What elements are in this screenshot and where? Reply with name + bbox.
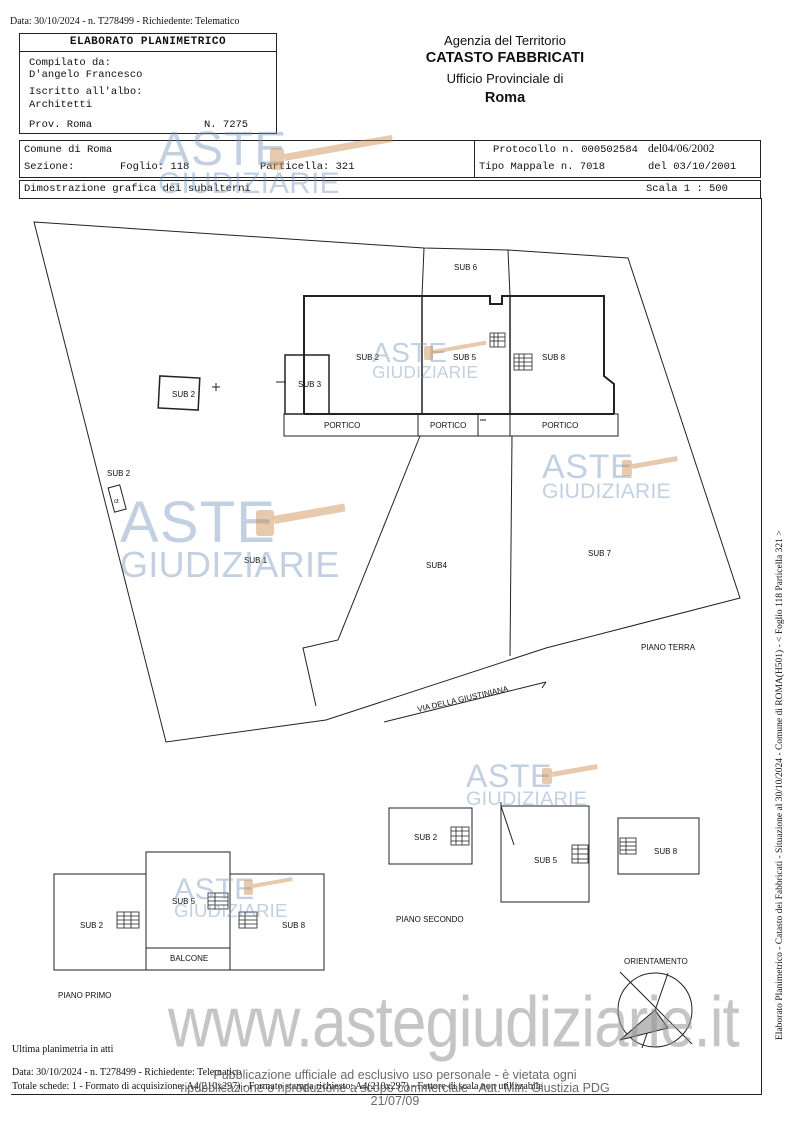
document-title: ELABORATO PLANIMETRICO [20,34,276,52]
label-sub2-small: SUB 2 [172,390,196,399]
watermark-logo: ASTE GIUDIZIARIE [174,873,288,921]
label-piano-secondo: PIANO SECONDO [396,915,464,924]
ps-sub2-box [388,807,473,865]
balcone-box [145,947,231,971]
agency-line4: Roma [484,90,526,106]
sub2-small-box [157,375,201,411]
footer-line-2: Totale schede: 1 - Formato di acquisizio… [12,1081,543,1092]
sub4-sub7-boundary [509,435,513,657]
building-outline [303,295,615,414]
gavel-icon [622,456,678,476]
gavel-icon [424,340,487,360]
label-sub1: SUB 1 [244,556,268,565]
sub1-sub4-boundary [302,435,421,707]
compiled-by-label: Compilato da: [29,57,111,69]
registered-label: Iscritto all'albo: [29,86,143,98]
agency-line2: CATASTO FABBRICATI [425,50,585,66]
watermark-logo: ASTE GIUDIZIARIE [372,337,479,383]
watermark-logo: ASTE GIUDIZIARIE [158,123,340,201]
label-ps-sub8: SUB 8 [654,847,678,856]
via-arrow [541,681,547,689]
foglio: Foglio: 118 [120,161,190,173]
portico-strip [283,413,619,437]
label-ps-sub5: SUB 5 [534,856,558,865]
dimostrazione-row: Dimostrazione grafica dei subalterni Sca… [19,180,761,199]
last-plan-note: Ultima planimetria in atti [12,1044,114,1055]
label-sub2-side: SUB 2 [107,469,131,478]
agency-line3: Ufficio Provinciale di [446,71,564,86]
stairs-icon [450,826,470,846]
particella: Particella: 321 [260,161,355,173]
agency-line1: Agenzia del Territorio [444,33,566,48]
stairs-icon [619,837,637,855]
ps-sub5-diag [500,805,515,846]
comune: Comune di Roma [24,144,113,156]
lot-outline [33,221,741,743]
label-portico-1: PORTICO [324,421,360,430]
sub6-left-line [421,247,425,297]
info-row: Comune di Roma Sezione: Foglio: 118 Part… [19,140,761,178]
label-sub8-main: SUB 8 [542,353,566,362]
label-piano-primo: PIANO PRIMO [58,991,111,1000]
label-ps-sub2: SUB 2 [414,833,438,842]
watermark-logo: ASTE GIUDIZIARIE [542,448,671,503]
label-sub6: SUB 6 [454,263,478,272]
sheet-frame [11,198,762,1095]
watermark-logo: ASTE GIUDIZIARIE [466,758,588,810]
compiled-by-name: D'angelo Francesco [29,69,143,81]
publication-note: Pubblicazione ufficiale ad esclusivo uso… [180,1068,610,1108]
label-sub4: SUB4 [426,561,447,570]
gavel-icon [270,134,394,170]
footer-line-1: Data: 30/10/2024 - n. T278499 - Richiede… [12,1067,242,1078]
stairs-icon [571,844,589,864]
stairs-icon [238,911,258,929]
stairs-icon [489,332,506,348]
stairs-icon [207,892,229,910]
protocollo: Protocollo n. 000502584 [493,144,638,156]
header-box: ELABORATO PLANIMETRICO Compilato da: D'a… [19,33,277,134]
label-ct: ct [114,499,119,505]
ps-sub5-box [500,805,590,903]
top-meta: Data: 30/10/2024 - n. T278499 - Richiede… [10,16,240,27]
tipo-mappale: Tipo Mappale n. 7018 [479,161,606,173]
label-piano-terra: PIANO TERRA [641,643,696,652]
label-orientamento: ORIENTAMENTO [624,957,688,966]
label-sub5-main: SUB 5 [453,353,477,362]
gavel-icon [244,877,293,895]
province: Prov. Roma [29,119,93,131]
gavel-icon [256,503,346,536]
protocollo-date: del04/06/2002 [648,143,715,155]
pp-sub8-box [229,873,325,971]
sub6-right-line [507,249,511,297]
sezione: Sezione: [24,161,75,173]
label-balcone: BALCONE [170,954,208,963]
watermark-logo: ASTE GIUDIZIARIE [120,490,340,586]
label-pp-sub2: SUB 2 [80,921,104,930]
stairs-icon [116,911,140,929]
registration-number: N. 7275 [204,119,249,131]
ps-sub8-box [617,817,700,875]
registered-value: Architetti [29,99,93,111]
side-note: Elaborato Planimetrico - Catasto dei Fab… [775,530,785,1040]
label-sub7: SUB 7 [588,549,612,558]
dimostrazione-label: Dimostrazione grafica dei subalterni [24,183,251,195]
label-sub2-main: SUB 2 [356,353,380,362]
label-sub3: SUB 3 [298,380,322,389]
compass-circle [617,972,693,1048]
gavel-icon [542,764,598,784]
label-portico-2: PORTICO [430,421,466,430]
label-pp-sub8: SUB 8 [282,921,306,930]
stairs-icon [513,353,533,371]
label-pp-sub5: SUB 5 [172,897,196,906]
label-portico-3: PORTICO [542,421,578,430]
site-watermark: www.astegiudiziarie.it [168,983,740,1063]
sub2-side-box [107,484,127,513]
scale-label: Scala 1 : 500 [646,183,728,195]
tipo-mappale-date: del 03/10/2001 [648,161,737,173]
via-line [383,681,547,723]
